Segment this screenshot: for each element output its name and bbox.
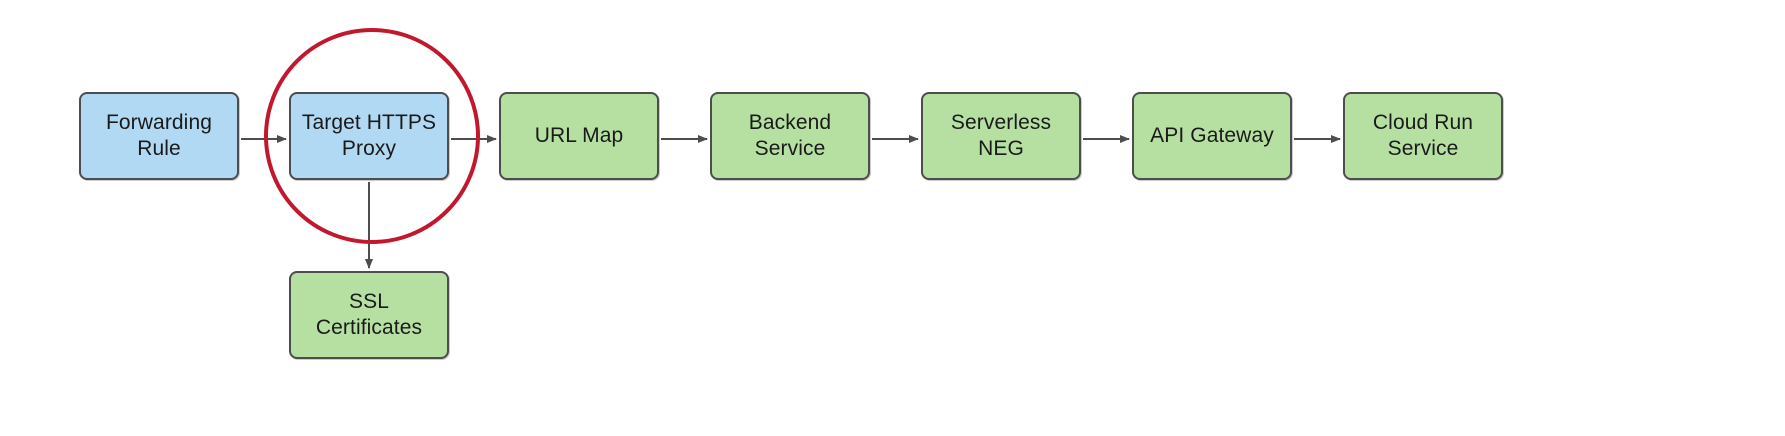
node-label: API Gateway <box>1150 123 1274 147</box>
node-backend-service[interactable]: Backend Service <box>710 92 870 180</box>
node-label: Forwarding Rule <box>105 110 213 160</box>
node-label: URL Map <box>534 123 624 147</box>
node-cloud-run-service[interactable]: Cloud Run Service <box>1343 92 1503 180</box>
node-label: Backend Service <box>748 110 832 160</box>
node-ssl-certificates[interactable]: SSL Certificates <box>289 271 449 359</box>
node-label: Serverless NEG <box>950 110 1052 160</box>
node-label: Cloud Run Service <box>1372 110 1474 160</box>
node-label: SSL Certificates <box>315 289 423 339</box>
node-api-gateway[interactable]: API Gateway <box>1132 92 1292 180</box>
node-url-map[interactable]: URL Map <box>499 92 659 180</box>
node-forwarding-rule[interactable]: Forwarding Rule <box>79 92 239 180</box>
node-serverless-neg[interactable]: Serverless NEG <box>921 92 1081 180</box>
node-target-https-proxy[interactable]: Target HTTPS Proxy <box>289 92 449 180</box>
node-label: Target HTTPS Proxy <box>301 110 437 160</box>
